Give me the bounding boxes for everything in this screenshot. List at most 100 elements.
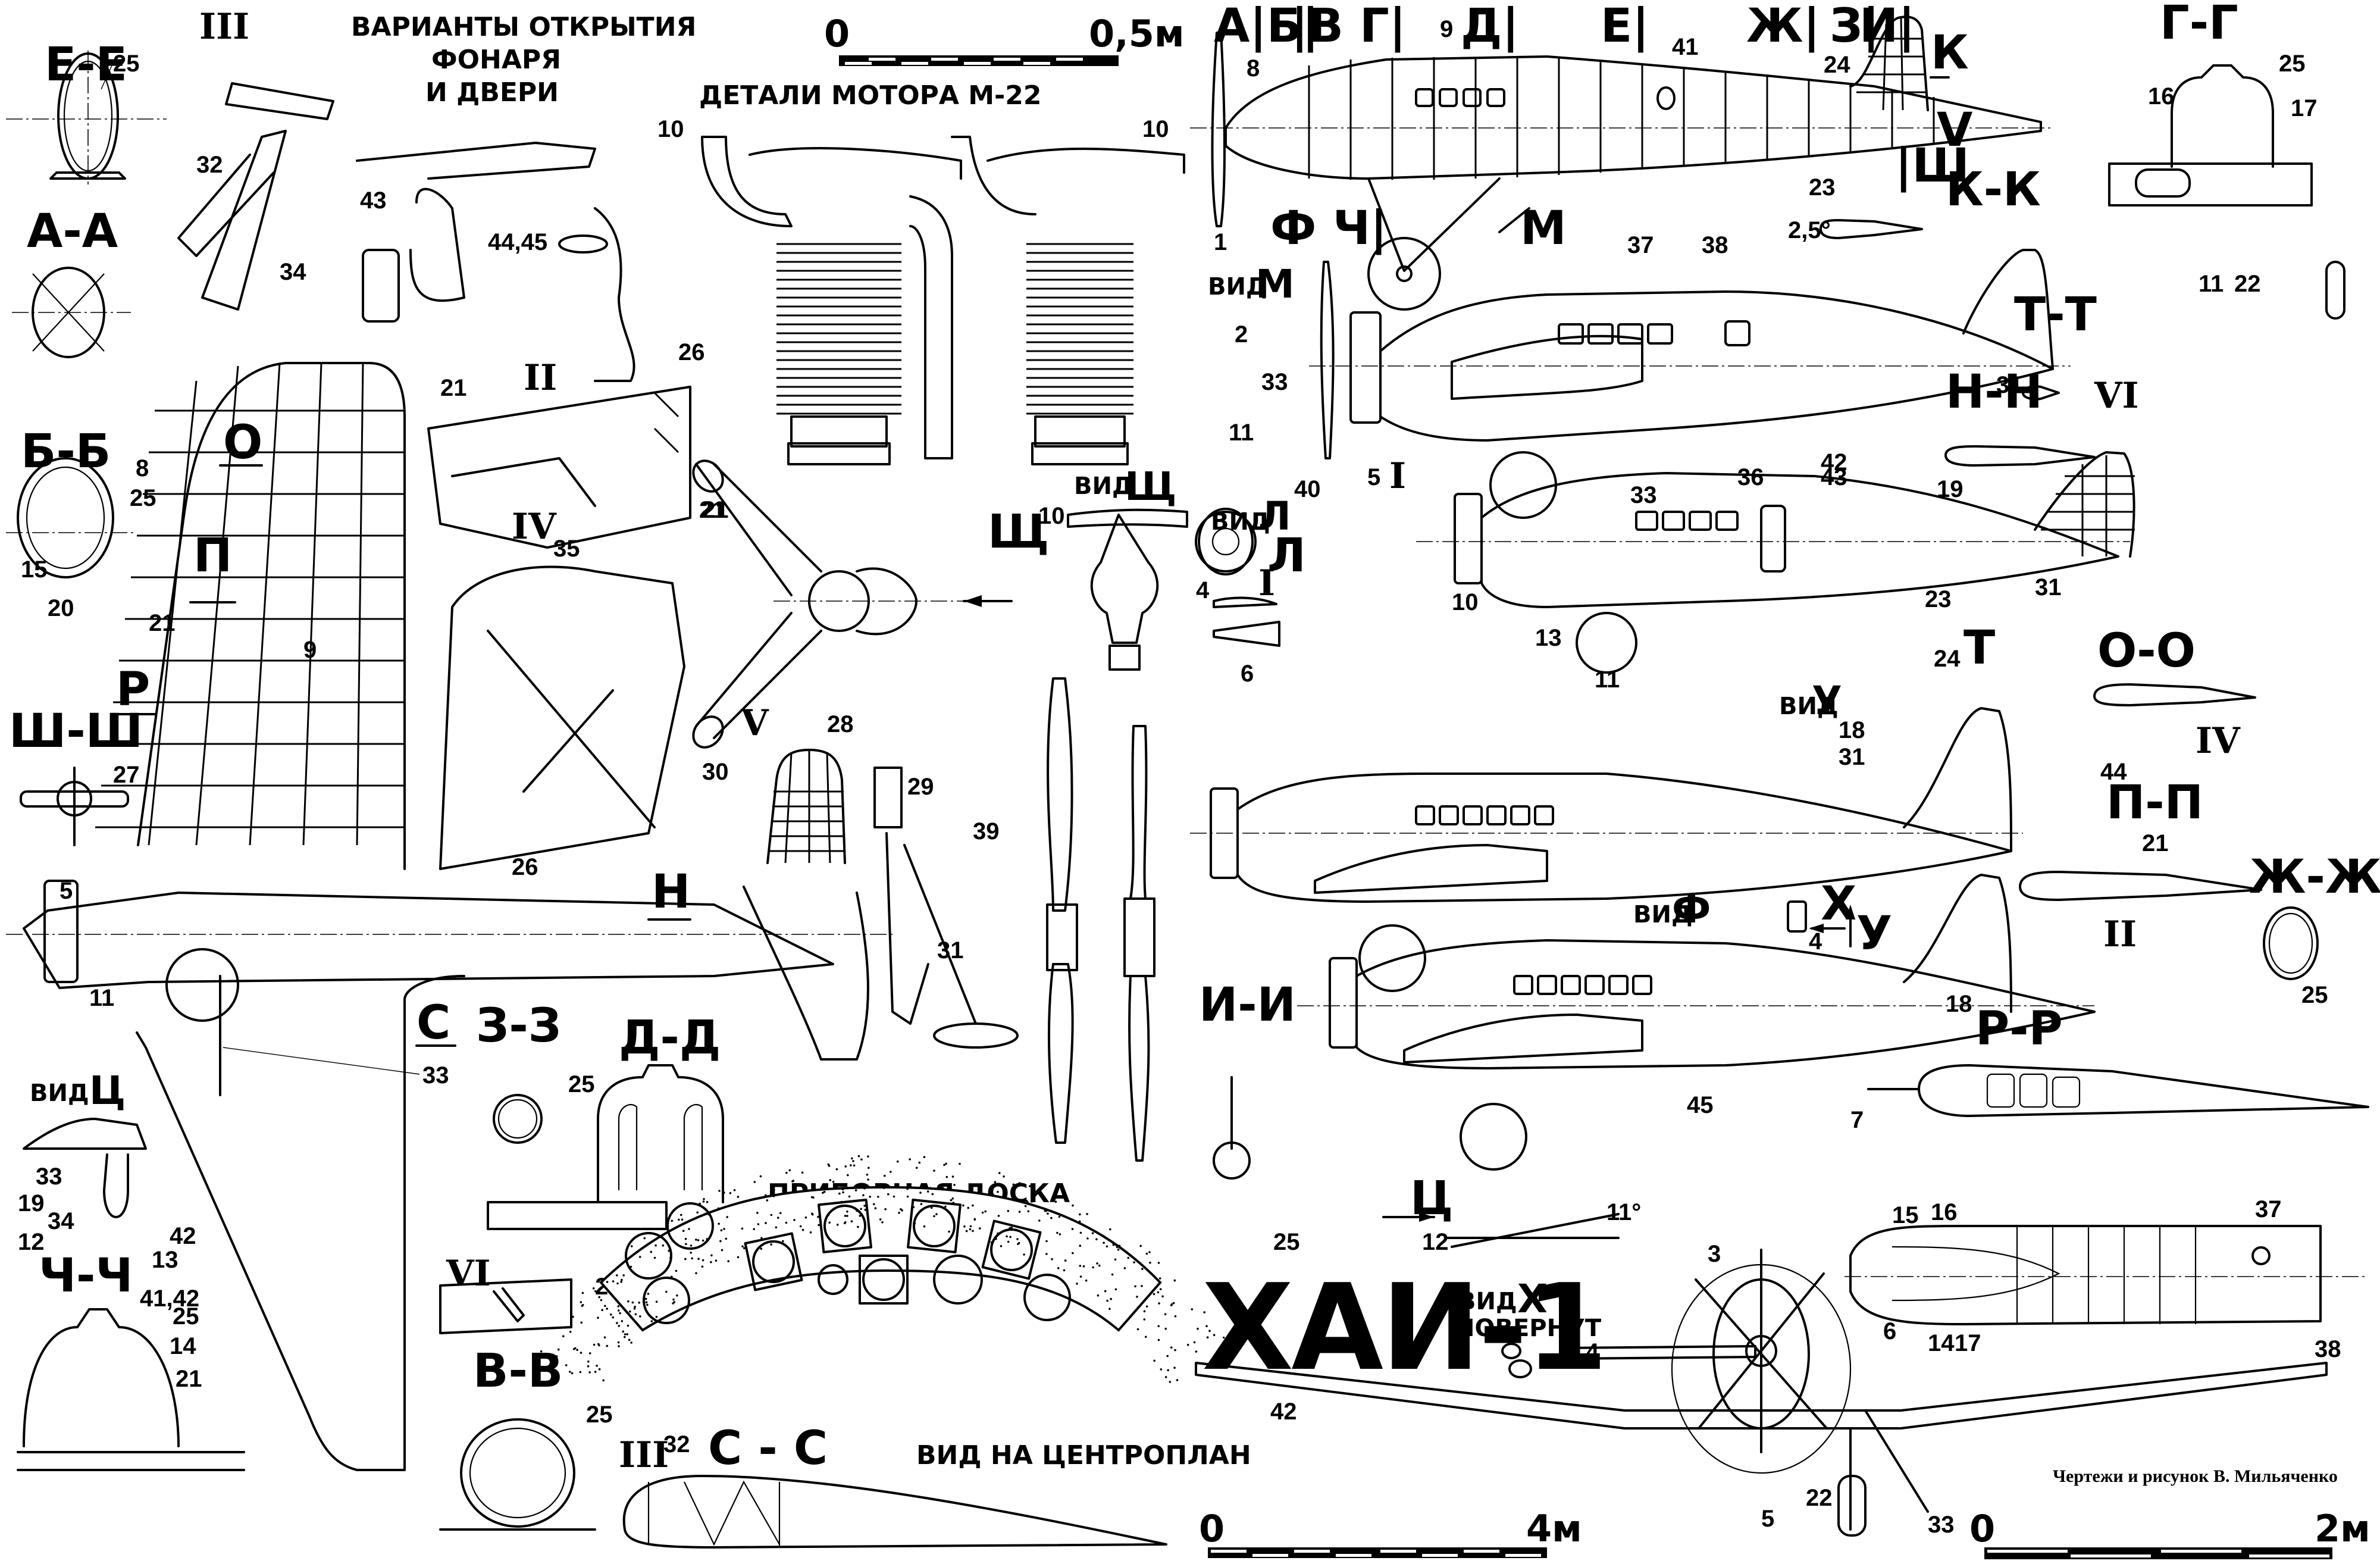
section-oo-label: О-О: [2097, 624, 2196, 678]
panel-speck: [618, 1345, 620, 1347]
detail-VI-nn: VI: [2094, 375, 2139, 417]
panel-speck: [1076, 1283, 1078, 1285]
panel-speck: [854, 1189, 857, 1191]
callout-2: 2: [1235, 321, 1248, 348]
credit: Чертежи и рисунок В. Мильяченко: [2053, 1466, 2338, 1486]
panel-speck: [867, 1155, 869, 1158]
panel-speck: [673, 1301, 676, 1303]
panel-speck: [612, 1280, 615, 1283]
panel-speck: [879, 1218, 882, 1221]
panel-speck: [844, 1165, 847, 1168]
panel-speck: [1003, 1175, 1005, 1178]
panel-speck: [862, 1194, 865, 1197]
panel-speck: [972, 1230, 974, 1233]
callout-42-side2: 42: [1821, 449, 1847, 476]
panel-speck: [1095, 1238, 1098, 1241]
callout-10-side3: 10: [1452, 589, 1479, 615]
panel-speck: [726, 1216, 728, 1218]
panel-speck: [598, 1368, 601, 1371]
panel-speck: [624, 1335, 626, 1338]
callout-13-ts: 13: [152, 1247, 178, 1273]
panel-speck: [1191, 1308, 1194, 1310]
callout-14-plan: 14: [1928, 1330, 1955, 1356]
panel-speck: [869, 1196, 871, 1198]
panel-speck: [1024, 1205, 1027, 1208]
detail-II: II 21 26 21 35: [427, 339, 729, 562]
scale-bar-2m: 0 2м: [1969, 1507, 2370, 1559]
panel-speck: [1160, 1368, 1163, 1371]
section-dd: Д-Д: [597, 1011, 724, 1203]
panel-speck: [851, 1187, 854, 1189]
panel-speck: [579, 1371, 582, 1374]
panel-speck: [723, 1191, 725, 1194]
panel-speck: [765, 1222, 767, 1224]
panel-speck: [920, 1203, 923, 1205]
detail-III-label: III: [199, 6, 249, 48]
callout-32: 32: [196, 152, 223, 178]
panel-speck: [1106, 1245, 1108, 1248]
panel-speck: [603, 1336, 606, 1338]
panel-speck: [846, 1211, 848, 1213]
panel-speck: [860, 1208, 862, 1211]
detail-IV-oo: IV: [2196, 720, 2241, 762]
panel-speck: [580, 1352, 583, 1354]
panel-speck: [697, 1239, 700, 1241]
panel-speck: [981, 1211, 984, 1214]
canopy-variants-line2: ФОНАРЯ: [431, 45, 561, 75]
panel-speck: [710, 1254, 713, 1257]
panel-speck: [811, 1213, 814, 1216]
panel-speck: [1017, 1243, 1019, 1246]
section-vv-label: В-В: [473, 1344, 563, 1398]
panel-speck: [1172, 1302, 1175, 1305]
panel-speck: [1018, 1182, 1021, 1184]
panel-speck: [892, 1195, 895, 1198]
panel-speck: [765, 1194, 767, 1197]
panel-speck: [681, 1218, 684, 1221]
panel-speck: [1145, 1305, 1148, 1308]
callout-25-chch: 25: [173, 1303, 199, 1330]
cut-marker-S: С: [416, 996, 450, 1050]
panel-speck: [715, 1259, 718, 1262]
panel-speck: [931, 1193, 934, 1196]
panel-speck: [630, 1341, 632, 1344]
panel-speck: [627, 1300, 630, 1303]
panel-speck: [620, 1281, 622, 1283]
callout-19: 19: [18, 1190, 45, 1216]
panel-speck: [801, 1228, 804, 1231]
panel-speck: [588, 1352, 591, 1355]
callout-37: 37: [1627, 232, 1654, 258]
panel-speck: [890, 1171, 892, 1173]
callout-11-gg: 11: [2199, 271, 2224, 297]
ground-angle: 11°: [1606, 1199, 1641, 1225]
side-view-5: И-И 18 45 Ц 12 11° 25: [1199, 874, 2096, 1255]
section-rr: Р-Р 7: [1850, 1002, 2369, 1133]
panel-speck: [791, 1180, 794, 1183]
panel-speck: [788, 1169, 791, 1172]
panel-speck: [842, 1191, 844, 1194]
panel-speck: [617, 1305, 620, 1308]
panel-speck: [1098, 1264, 1101, 1267]
panel-speck: [1071, 1228, 1074, 1230]
detail-V: V 28 Н 29 39 31: [647, 677, 1155, 1162]
view-u-letter: У: [1812, 678, 1842, 724]
panel-speck: [1167, 1369, 1169, 1372]
section-ii-label: И-И: [1199, 978, 1296, 1032]
side-view-4: 44: [1190, 707, 2127, 992]
panel-speck: [655, 1300, 658, 1303]
panel-speck: [1153, 1293, 1155, 1296]
panel-speck: [1006, 1235, 1008, 1238]
callout-41-42: 41,42: [140, 1285, 199, 1312]
panel-speck: [1157, 1338, 1160, 1341]
panel-speck: [1012, 1183, 1015, 1186]
panel-speck: [702, 1200, 705, 1203]
panel-speck: [935, 1213, 938, 1215]
panel-speck: [645, 1301, 648, 1303]
panel-speck: [1045, 1253, 1048, 1255]
cut-top-z: З|: [1830, 0, 1880, 53]
callout-17-gg: 17: [2291, 95, 2318, 121]
engine-details-title: ДЕТАЛИ МОТОРА М-22: [699, 80, 1042, 111]
panel-speck: [923, 1225, 926, 1228]
callout-33-side2: 33: [1261, 369, 1288, 395]
callout-22-gg: 22: [2234, 271, 2261, 297]
callout-16-plan: 16: [1931, 1199, 1958, 1225]
